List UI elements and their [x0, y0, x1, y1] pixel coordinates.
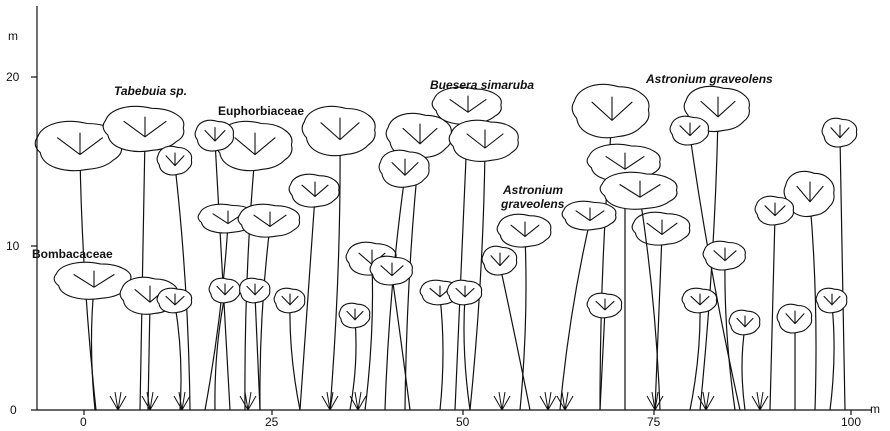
- tree-crown: [289, 174, 339, 207]
- tree-crown: [600, 172, 677, 209]
- tree-trunk: [470, 148, 485, 410]
- tree-crown: [449, 120, 518, 161]
- tree-trunk: [560, 221, 590, 410]
- label-buesera-simaruba: Buesera simaruba: [430, 78, 534, 92]
- tree-trunk: [770, 216, 775, 410]
- label-astronium-mid-line2: graveolens: [500, 197, 565, 211]
- tree-crown: [816, 288, 847, 313]
- x-tick-label-0: 0: [80, 415, 87, 429]
- ground-grass: [110, 392, 126, 410]
- tree-trunk: [215, 141, 230, 410]
- tree-trunk: [742, 327, 745, 410]
- tree-trunk: [350, 320, 356, 410]
- tree-crown: [729, 310, 760, 335]
- y-tick-label-0: 0: [10, 403, 17, 417]
- y-tick-label-10: 10: [6, 239, 20, 253]
- tree-trunk: [690, 136, 740, 410]
- vegetation-layer: [35, 84, 856, 410]
- tree-trunk: [810, 202, 816, 410]
- ground-grass: [174, 392, 190, 410]
- label-euphorbiaceae: Euphorbiaceae: [218, 104, 304, 118]
- x-axis-unit: m: [870, 402, 880, 416]
- tree-crown: [103, 106, 184, 151]
- tree-trunk: [440, 297, 443, 410]
- tree-crown: [339, 303, 370, 328]
- y-axis-unit: m: [8, 29, 18, 43]
- x-tick-label-50: 50: [456, 415, 470, 429]
- ground-grass: [540, 392, 556, 410]
- tree-trunk: [392, 276, 410, 410]
- tree-crown: [195, 120, 233, 151]
- tree-crown: [562, 201, 616, 230]
- tree-crown: [157, 288, 192, 313]
- tree-crown: [777, 304, 812, 333]
- tree-trunk: [290, 305, 300, 410]
- tree-crown: [632, 212, 690, 245]
- tree-trunk: [365, 264, 373, 410]
- ground-grass: [142, 392, 158, 410]
- tree-crown: [239, 278, 270, 303]
- label-astronium-graveolens-top: Astronium graveolens: [645, 72, 773, 86]
- ground-grass: [240, 392, 256, 410]
- ground-grass: [557, 392, 573, 410]
- tree-trunk: [148, 302, 150, 410]
- label-astronium-mid-line1: Astronium: [502, 183, 563, 197]
- tree-trunk: [840, 138, 845, 410]
- tree-crown: [822, 118, 857, 147]
- tree-crown: [497, 214, 551, 247]
- tree-crown: [482, 246, 517, 275]
- tree-crown: [302, 106, 375, 155]
- ground-grass: [494, 392, 510, 410]
- tree-trunk: [385, 175, 405, 410]
- tree-crown: [682, 288, 717, 313]
- tree-crown: [587, 293, 622, 318]
- tree-crown: [238, 204, 299, 237]
- y-tick-label-20: 20: [6, 70, 20, 84]
- tree-crown: [447, 280, 482, 305]
- tree-trunk: [175, 305, 181, 410]
- tree-trunk: [830, 305, 834, 410]
- label-tabebuia: Tabebuia sp.: [114, 84, 187, 98]
- tree-trunk: [725, 261, 735, 410]
- tree-crown: [209, 278, 240, 303]
- tree-trunk: [260, 226, 270, 410]
- tree-crown: [274, 288, 305, 313]
- x-tick-label-25: 25: [265, 415, 279, 429]
- ground-grass: [322, 392, 338, 410]
- tree-crown: [370, 256, 412, 285]
- x-tick-label-75: 75: [647, 415, 661, 429]
- ground-grass: [752, 392, 768, 410]
- tree-crown: [379, 150, 429, 187]
- x-tick-label-100: 100: [841, 415, 861, 429]
- tree-crown: [432, 87, 501, 124]
- tree-trunk: [464, 297, 470, 410]
- tree-trunk: [690, 305, 700, 410]
- tree-trunk: [255, 295, 260, 410]
- tree-crown: [703, 241, 745, 270]
- tree-trunk: [175, 166, 190, 410]
- tree-crown: [157, 146, 192, 175]
- label-bombacaceae: Bombacaceae: [32, 247, 113, 261]
- tree-crown: [54, 262, 131, 299]
- tree-crown: [670, 116, 708, 145]
- tree-crown: [755, 196, 793, 225]
- tree-trunk: [140, 137, 145, 410]
- tree-crown: [572, 84, 649, 138]
